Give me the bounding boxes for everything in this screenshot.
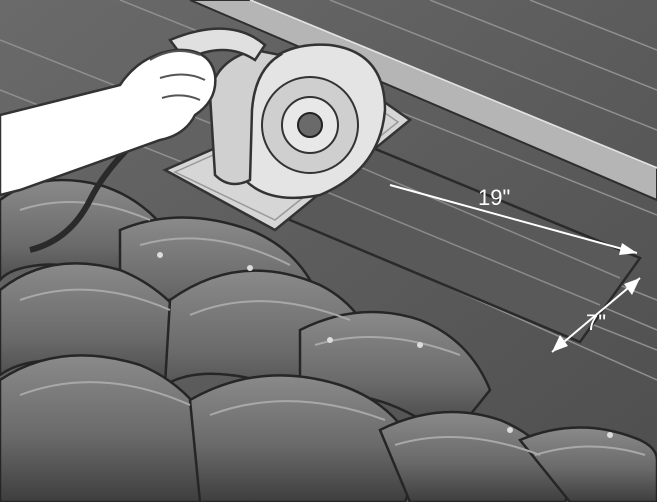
dimension-arrow-icon [552,335,568,352]
dimension-width: 7" [551,277,641,353]
hand-icon [0,48,217,197]
dimension-arrow-icon [624,278,640,295]
tile-rows [0,178,657,502]
tile-nails [157,252,613,438]
dimension-length: 19" [389,184,638,255]
dimension-arrow-icon [619,243,637,255]
width-label: 7" [586,310,606,335]
circular-saw-icon [29,27,413,253]
length-label: 19" [478,185,510,210]
